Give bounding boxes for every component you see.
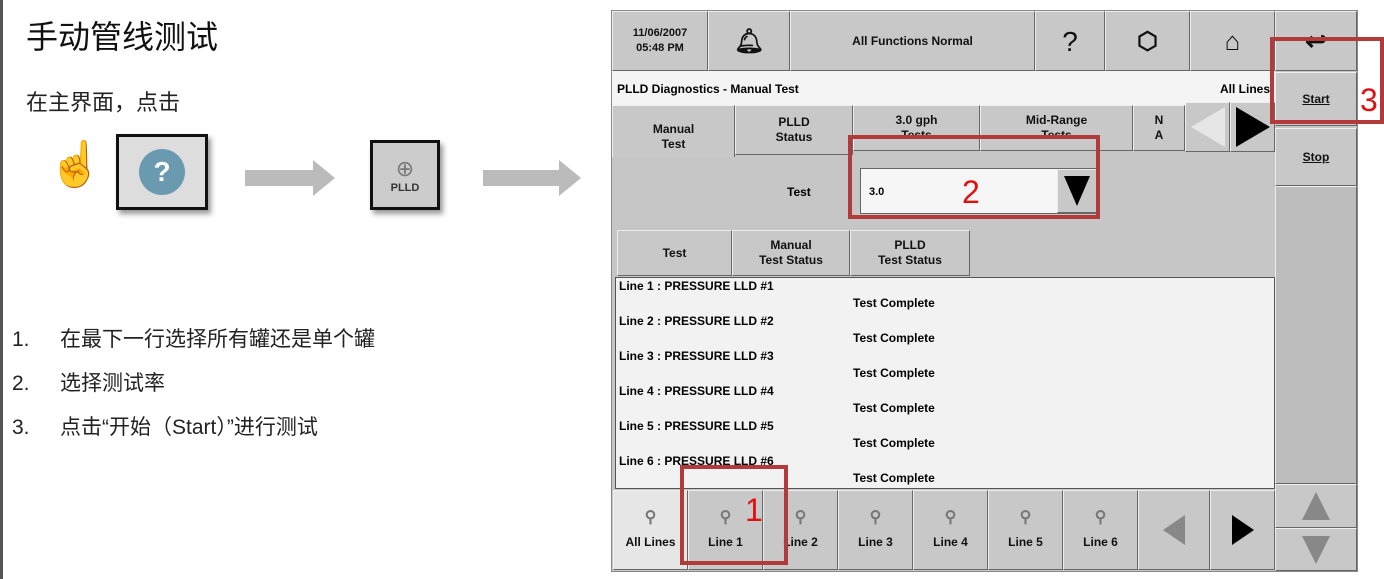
line-label: Line 6 [1083, 535, 1118, 549]
test-rate-value: 3.0 [869, 186, 885, 198]
list-item-status: Test Complete [853, 366, 935, 380]
slide-subtitle: 在主界面，点击 [26, 90, 181, 115]
step-item: 3.点击“开始（Start）”进行测试 [12, 416, 318, 439]
line-label: Line 1 [708, 535, 743, 549]
scope-label: All Lines [1220, 82, 1271, 96]
column-test[interactable]: Test [617, 230, 732, 276]
left-arrow-icon [1190, 107, 1225, 147]
down-arrow-icon [1302, 535, 1330, 564]
help-button[interactable]: ? [1035, 11, 1105, 71]
line-select-button[interactable]: ⚲ Line 3 [838, 490, 913, 570]
dropdown-button[interactable] [1057, 169, 1097, 213]
callout-number-3: 3 [1360, 82, 1378, 118]
lines-next-button[interactable] [1210, 490, 1275, 570]
slide-border [0, 0, 3, 579]
right-arrow-icon [1235, 107, 1270, 147]
screen-title: PLLD Diagnostics - Manual Test [617, 82, 799, 96]
lines-prev-button[interactable] [1138, 490, 1210, 570]
stop-button[interactable]: Stop [1275, 128, 1357, 186]
title-bar: PLLD Diagnostics - Manual Test All Lines [612, 71, 1275, 105]
up-arrow-icon [1302, 492, 1330, 520]
arrow-right-icon [483, 160, 581, 196]
tab-next-button[interactable] [1230, 102, 1275, 152]
package-button[interactable]: ⬡ [1105, 11, 1190, 71]
line-select-button[interactable]: ⚲ Line 4 [913, 490, 988, 570]
step-item: 2.选择测试率 [12, 372, 165, 395]
line-sensor-icon: ⚲ [794, 509, 807, 526]
line-label: Line 2 [783, 535, 818, 549]
slide-title: 手动管线测试 [26, 19, 219, 55]
callout-number-2: 2 [962, 174, 980, 210]
list-item-line[interactable]: Line 4 : PRESSURE LLD #4 [619, 384, 774, 398]
line-select-button[interactable]: ⚲ Line 1 [688, 490, 763, 570]
bell-icon: 🔔︎ [733, 27, 765, 55]
callout-number-1: 1 [745, 492, 763, 528]
alarm-bell-button[interactable]: 🔔︎ [708, 11, 790, 71]
line-sensor-icon: ⚲ [719, 509, 732, 526]
callout-box-3 [1270, 37, 1384, 124]
test-label: Test [787, 185, 811, 199]
line-select-button[interactable]: ⚲ Line 6 [1063, 490, 1138, 570]
side-panel [1275, 186, 1357, 484]
right-arrow-icon [1231, 515, 1254, 545]
line-select-button[interactable]: ⚲ All Lines [613, 490, 688, 570]
callout-box-1 [680, 465, 788, 565]
left-arrow-icon [1163, 515, 1185, 545]
list-item-line[interactable]: Line 2 : PRESSURE LLD #2 [619, 314, 774, 328]
line-sensor-icon: ⚲ [1094, 509, 1107, 526]
chevron-down-icon [1064, 176, 1090, 206]
line-select-button[interactable]: ⚲ Line 2 [763, 490, 838, 570]
line-select-button[interactable]: ⚲ Line 5 [988, 490, 1063, 570]
step-item: 1.在最下一行选择所有罐还是单个罐 [12, 328, 375, 351]
package-icon: ⬡ [1137, 27, 1158, 55]
home-icon: ⌂ [1224, 25, 1241, 56]
line-label: All Lines [625, 535, 676, 549]
list-item-line[interactable]: Line 5 : PRESSURE LLD #5 [619, 419, 774, 433]
line-sensor-icon: ⚲ [644, 509, 657, 526]
list-item-status: Test Complete [853, 471, 935, 485]
list-item-status: Test Complete [853, 436, 935, 450]
list-item-line[interactable]: Line 6 : PRESSURE LLD #6 [619, 454, 774, 468]
start-button[interactable]: Start [1275, 72, 1357, 126]
scroll-down-button[interactable] [1275, 528, 1357, 571]
steps-list: 1.在最下一行选择所有罐还是单个罐 2.选择测试率 3.点击“开始（Start）… [12, 318, 375, 450]
line-label: Line 4 [933, 535, 968, 549]
line-sensor-icon: ⚲ [869, 509, 882, 526]
system-status[interactable]: All Functions Normal [790, 11, 1035, 71]
plld-icon: ⊕ PLLD [370, 140, 440, 210]
list-item-status: Test Complete [853, 401, 935, 415]
line-sensor-icon: ⚲ [944, 509, 957, 526]
back-button[interactable]: ↩ [1275, 11, 1357, 71]
arrow-right-icon [245, 160, 335, 196]
line-sensor-icon: ⚲ [1019, 509, 1032, 526]
list-item-line[interactable]: Line 3 : PRESSURE LLD #3 [619, 349, 774, 363]
diagnostics-icon: ? [116, 134, 208, 210]
results-list [615, 277, 1275, 489]
tab-prev-button[interactable] [1185, 102, 1230, 152]
tap-hand-icon: ☝ [48, 140, 103, 189]
line-label: Line 5 [1008, 535, 1043, 549]
line-label: Line 3 [858, 535, 893, 549]
callout-box-2 [848, 135, 1100, 219]
scroll-up-button[interactable] [1275, 484, 1357, 528]
list-item-line[interactable]: Line 1 : PRESSURE LLD #1 [619, 279, 774, 293]
home-button[interactable]: ⌂ [1190, 11, 1275, 71]
test-rate-select[interactable]: 3.0 [860, 168, 1098, 214]
list-item-status: Test Complete [853, 296, 935, 310]
help-icon: ? [1062, 25, 1078, 57]
list-item-status: Test Complete [853, 331, 935, 345]
